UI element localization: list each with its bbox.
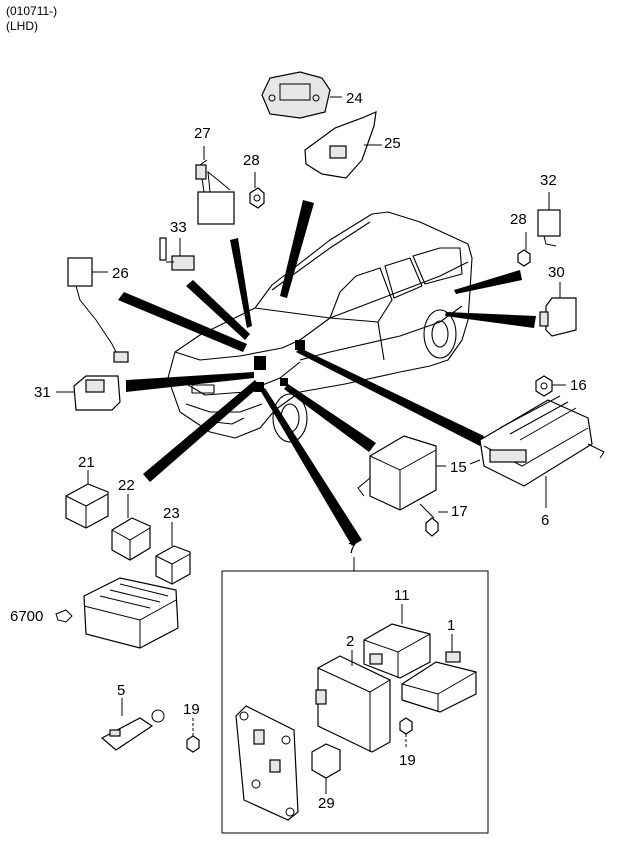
leader-wedges (118, 200, 536, 546)
callout-33: 33 (170, 219, 187, 236)
part-28-nut-upper[interactable] (249, 172, 265, 209)
callout-25: 25 (384, 135, 401, 152)
callout-16: 16 (570, 377, 587, 394)
part-29-relay[interactable] (311, 743, 341, 794)
part-15-module[interactable] (357, 435, 446, 519)
part-5-key-fob[interactable] (100, 698, 165, 751)
part-1-module[interactable] (401, 634, 477, 713)
callout-26: 26 (112, 265, 129, 282)
callout-32: 32 (540, 172, 557, 189)
callout-17: 17 (451, 503, 468, 520)
part-33-sensor[interactable] (159, 237, 195, 271)
callout-28-upper: 28 (243, 152, 260, 169)
callout-2: 2 (346, 633, 354, 650)
callout-11: 11 (394, 587, 410, 604)
part-19-nut-left[interactable] (186, 718, 200, 753)
part-22-relay[interactable] (111, 494, 151, 561)
diagram-date-range: (010711-) (6, 4, 58, 18)
callout-22: 22 (118, 477, 135, 494)
callout-24: 24 (346, 90, 363, 107)
part-32-unit[interactable] (537, 192, 561, 247)
callout-29: 29 (318, 795, 335, 812)
part-6700-junction-block[interactable] (55, 577, 179, 649)
part-17-nut[interactable] (425, 511, 448, 537)
part-19-nut-right[interactable] (399, 717, 413, 748)
part-27-control-module[interactable] (195, 146, 235, 225)
part-25-mirror-cover[interactable] (304, 111, 382, 179)
part-16-nut[interactable] (535, 375, 566, 397)
part-26-sensor-lead[interactable] (67, 257, 129, 363)
callout-1: 1 (447, 617, 455, 634)
part-6-control-unit[interactable] (469, 395, 605, 508)
part-24-overhead-console[interactable] (261, 71, 342, 119)
part-30-module[interactable] (539, 282, 577, 337)
part-23-relay[interactable] (155, 522, 191, 585)
part-7-group-box (221, 570, 489, 834)
callout-6: 6 (541, 512, 549, 529)
callout-6700: 6700 (10, 608, 43, 625)
part-2-module[interactable] (315, 650, 391, 753)
callout-15: 15 (450, 459, 467, 476)
part-7-mounting-bracket[interactable] (235, 705, 299, 821)
callout-23: 23 (163, 505, 180, 522)
callout-27: 27 (194, 125, 211, 142)
callout-19-right: 19 (399, 752, 416, 769)
callout-19-left: 19 (183, 701, 200, 718)
part-28-nut-right[interactable] (517, 232, 531, 267)
callout-7: 7 (348, 540, 356, 557)
part-21-relay[interactable] (65, 470, 109, 529)
callout-30: 30 (548, 264, 565, 281)
part-11-module[interactable] (363, 604, 431, 679)
diagram-drive-type: (LHD) (6, 19, 38, 33)
callout-28-right: 28 (510, 211, 527, 228)
part-31-switch[interactable] (56, 375, 121, 411)
callout-21: 21 (78, 454, 95, 471)
callout-31: 31 (34, 384, 51, 401)
callout-labels: 24 25 27 28 33 26 32 28 30 31 16 15 17 6… (10, 90, 587, 812)
callout-5: 5 (117, 682, 125, 699)
